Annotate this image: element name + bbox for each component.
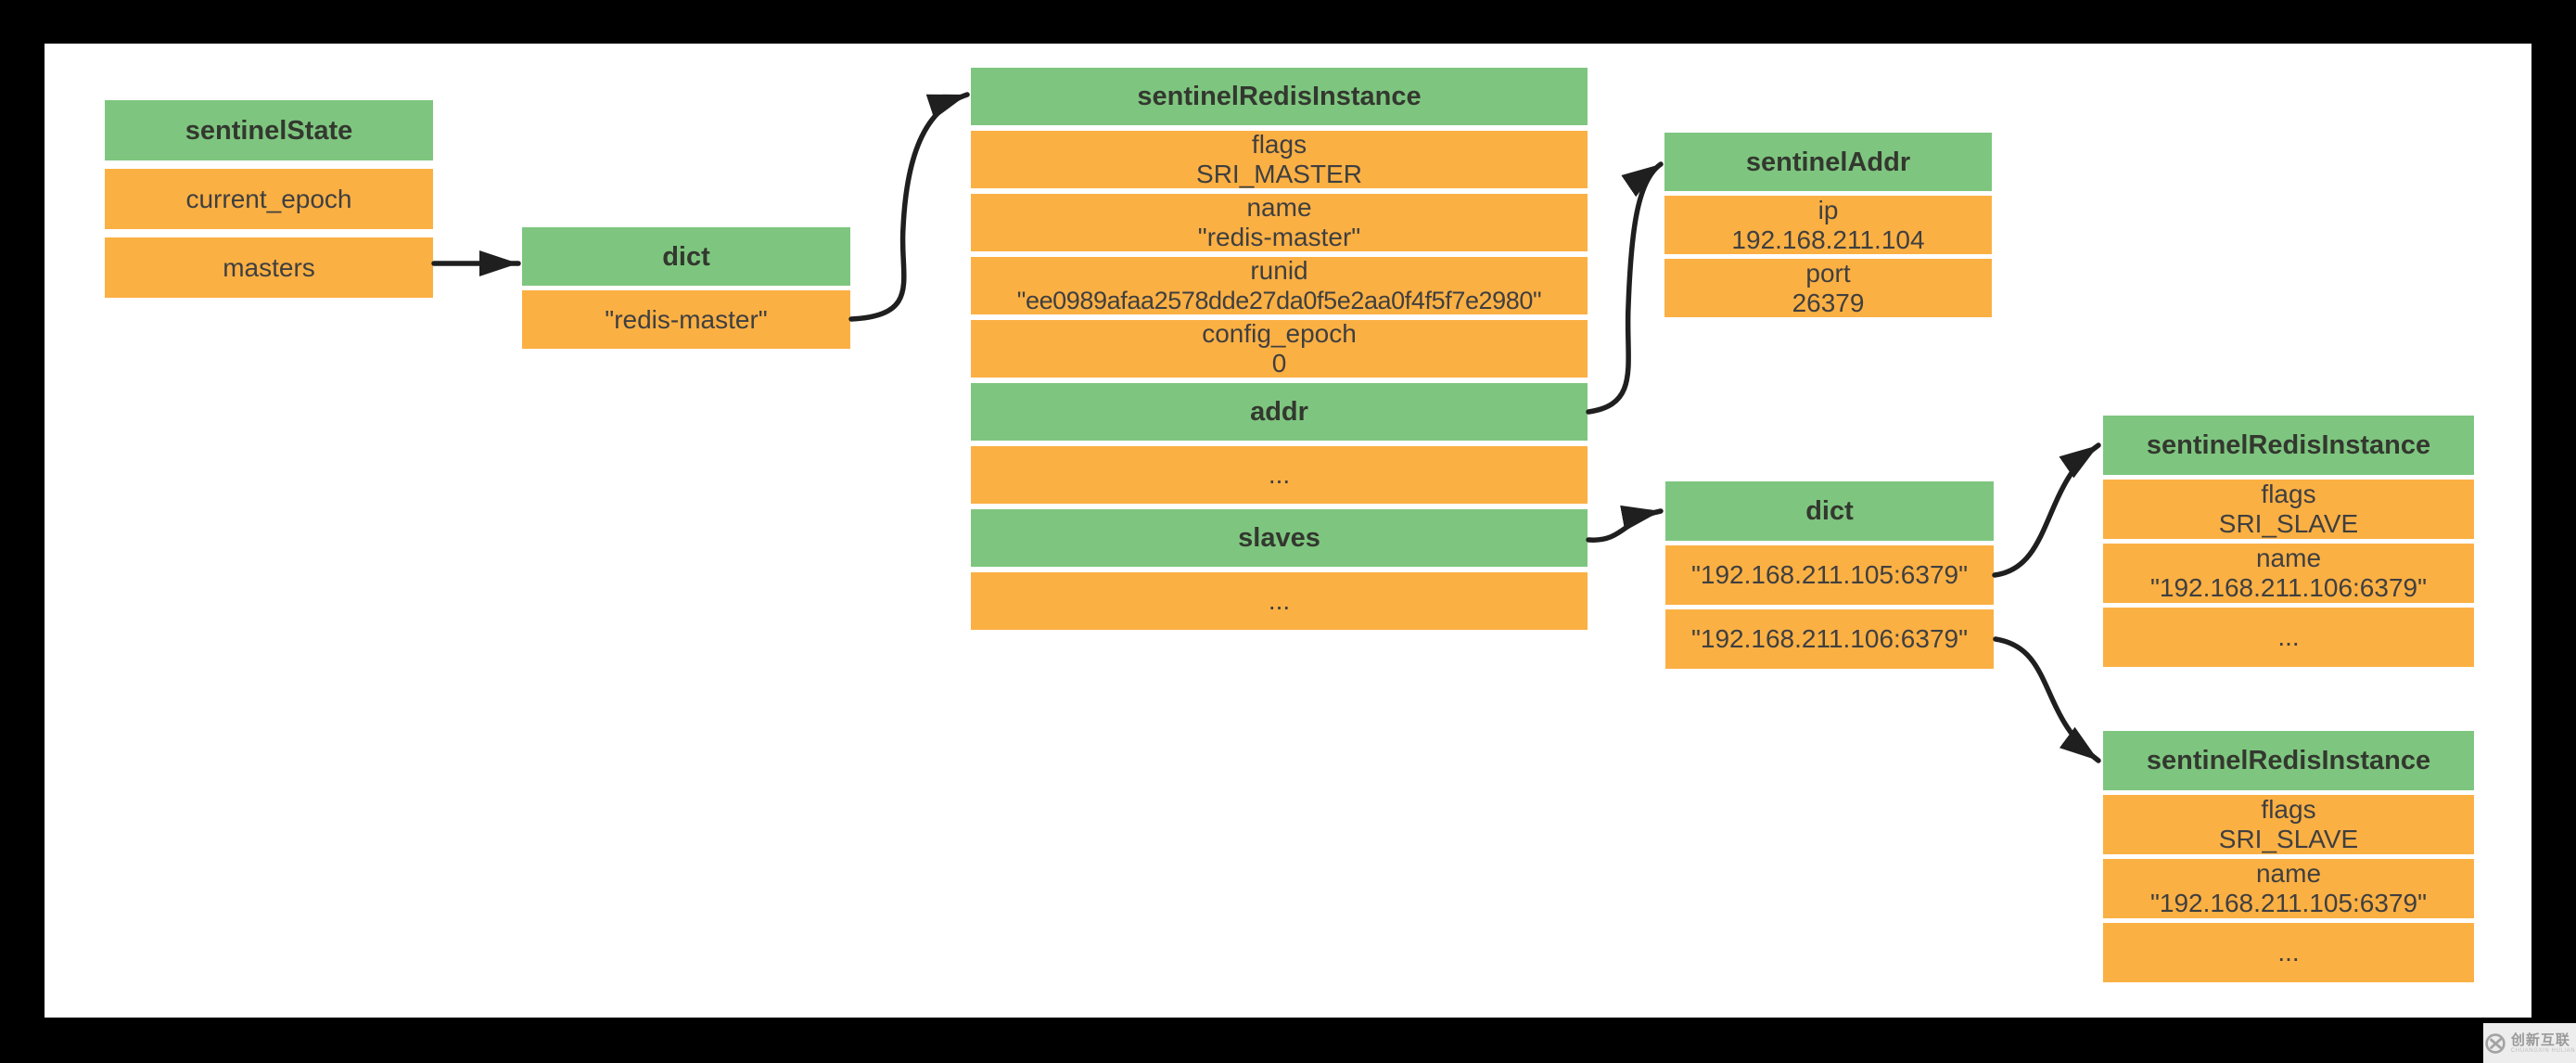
cell-text: flags — [2261, 795, 2316, 824]
sri-master-field-2: name"redis-master" — [971, 193, 1588, 251]
sri-master-field-6: ... — [971, 446, 1588, 504]
cell-text: ... — [2277, 622, 2300, 651]
cell-text: dict — [1805, 496, 1854, 526]
sri-master-field-3: runid"ee0989afaa2578dde27da0f5e2aa0f4f5f… — [971, 256, 1588, 314]
watermark-brand: 创新互联 — [2510, 1031, 2570, 1048]
cell-text: dict — [662, 241, 710, 272]
cell-text: ... — [1268, 460, 1291, 489]
cell-text: flags — [1251, 130, 1307, 159]
cell-text: sentinelRedisInstance — [1137, 82, 1422, 111]
cell-text: ... — [1268, 586, 1291, 615]
sri-slave-106-header-0: sentinelRedisInstance — [2103, 416, 2474, 475]
cell-text: name — [2255, 859, 2322, 888]
cell-text: slaves — [1238, 523, 1320, 553]
sri-slave-106-field-3: ... — [2103, 608, 2474, 667]
cell-text: sentinelAddr — [1745, 147, 1911, 177]
cell-text: "192.168.211.106:6379" — [1690, 624, 1969, 653]
sri-master-header-0: sentinelRedisInstance — [971, 68, 1588, 125]
cell-text: sentinelRedisInstance — [2146, 430, 2431, 460]
cell-text: ip — [1817, 195, 1839, 224]
cell-text: name — [2255, 544, 2322, 572]
sri-slave-105-field-2: name"192.168.211.105:6379" — [2103, 859, 2474, 918]
cell-text: "redis-master" — [605, 304, 768, 334]
watermark-caption: CHUANGXIN HULIAN — [2510, 1047, 2576, 1054]
node-dict-masters: dict "redis-master" — [522, 227, 850, 349]
cell-text: config_epoch — [1202, 319, 1357, 348]
dict-slaves-field-2: "192.168.211.106:6379" — [1665, 609, 1994, 669]
sri-slave-105-header-0: sentinelRedisInstance — [2103, 731, 2474, 790]
cell-text: 0 — [1271, 349, 1287, 378]
cell-text: name — [1246, 193, 1312, 222]
cell-text: 192.168.211.104 — [1731, 224, 1925, 254]
cell-text: "192.168.211.106:6379" — [2149, 573, 2428, 602]
cell-text: current_epoch — [185, 184, 352, 213]
sri-master-header-7: slaves — [971, 509, 1588, 567]
sri-master-field-8: ... — [971, 572, 1588, 630]
sentinel-state-header-0: sentinelState — [105, 100, 433, 160]
cell-text: "192.168.211.105:6379" — [1690, 560, 1969, 589]
cell-text: masters — [223, 252, 315, 282]
sri-master-header-5: addr — [971, 383, 1588, 441]
dict-masters-header-0: dict — [522, 227, 850, 286]
sri-slave-105-field-3: ... — [2103, 923, 2474, 982]
cell-text: SRI_MASTER — [1196, 160, 1362, 188]
cell-text: runid — [1250, 256, 1308, 285]
cell-text: ... — [2277, 938, 2300, 967]
dict-slaves-header-0: dict — [1665, 481, 1994, 541]
cell-text: 26379 — [1792, 288, 1865, 317]
node-dict-slaves: dict "192.168.211.105:6379" "192.168.211.1… — [1665, 481, 1994, 669]
watermark-text: 创新互联 CHUANGXIN HULIAN — [2511, 1032, 2575, 1055]
cell-text: "redis-master" — [1197, 223, 1361, 251]
cell-text: SRI_SLAVE — [2218, 509, 2359, 538]
cell-text: addr — [1250, 397, 1308, 427]
sentinel-state-field-2: masters — [105, 237, 433, 298]
sentinel-state-field-1: current_epoch — [105, 169, 433, 229]
sri-slave-106-field-2: name"192.168.211.106:6379" — [2103, 544, 2474, 603]
cell-text: port — [1805, 258, 1851, 288]
watermark-chip: 创新互联 CHUANGXIN HULIAN — [2483, 1023, 2576, 1063]
dict-masters-field-1: "redis-master" — [522, 290, 850, 349]
dict-slaves-field-1: "192.168.211.105:6379" — [1665, 545, 1994, 605]
sentinel-addr-header-0: sentinelAddr — [1664, 133, 1992, 191]
cell-text: flags — [2261, 480, 2316, 508]
cx-logo-icon — [2485, 1032, 2506, 1054]
cell-text: sentinelState — [185, 115, 353, 146]
cell-text: "ee0989afaa2578dde27da0f5e2aa0f4f5f7e298… — [1016, 287, 1542, 314]
cell-text: sentinelRedisInstance — [2146, 746, 2431, 775]
cell-text: SRI_SLAVE — [2218, 825, 2359, 853]
cell-text: "192.168.211.105:6379" — [2149, 889, 2428, 917]
